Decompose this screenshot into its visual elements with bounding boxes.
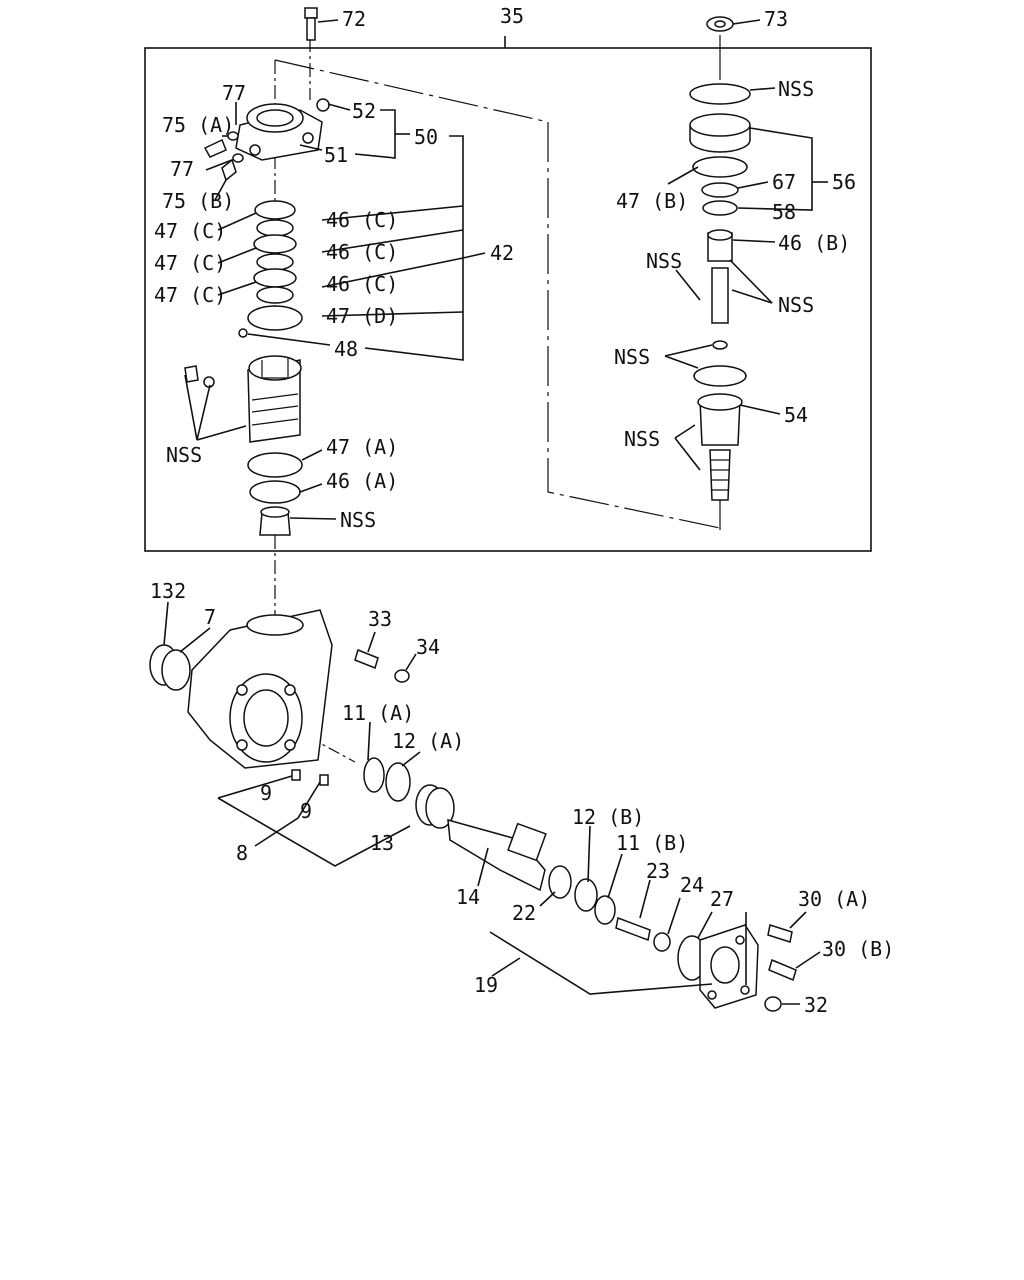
valve-stack-56	[689, 83, 751, 216]
rotor-54	[693, 365, 747, 501]
rings-46a-47a	[247, 452, 303, 504]
label-46c-2: 46 (C)	[326, 240, 398, 264]
label-nss-nut: NSS	[624, 427, 660, 451]
piston-body	[184, 355, 302, 443]
label-46b: 46 (B)	[778, 231, 850, 255]
bolt-33-cap-34	[354, 648, 410, 683]
label-42: 42	[490, 241, 514, 265]
end-cover-19	[677, 924, 759, 1009]
label-9-right: 9	[300, 799, 312, 823]
label-47d: 47 (D)	[326, 304, 398, 328]
label-32: 32	[804, 993, 828, 1017]
label-47a: 47 (A)	[326, 435, 398, 459]
label-22: 22	[512, 901, 536, 925]
label-7: 7	[204, 605, 216, 629]
label-47c-3: 47 (C)	[154, 283, 226, 307]
gear-housing-8	[187, 609, 333, 769]
label-11b: 11 (B)	[616, 831, 688, 855]
label-9-left: 9	[260, 781, 272, 805]
label-46c-3: 46 (C)	[326, 272, 398, 296]
label-75b: 75 (B)	[162, 189, 234, 213]
label-35: 35	[500, 4, 524, 28]
label-24: 24	[680, 873, 704, 897]
label-72: 72	[342, 7, 366, 31]
label-34: 34	[416, 635, 440, 659]
bearing-22-rings-12b-11b	[548, 865, 616, 925]
seal-rings-132-7	[149, 644, 191, 691]
seal-ring-stack	[238, 200, 303, 338]
rings-11a-12a	[363, 757, 411, 802]
label-11a: 11 (A)	[342, 701, 414, 725]
worm-shaft-14	[447, 818, 547, 892]
bolt-23-spacer-24	[615, 916, 671, 952]
label-54: 54	[784, 403, 808, 427]
spool-46b	[707, 229, 733, 350]
label-47c-1: 47 (C)	[154, 219, 226, 243]
label-67: 67	[772, 170, 796, 194]
label-58: 58	[772, 200, 796, 224]
label-47c-2: 47 (C)	[154, 251, 226, 275]
label-73: 73	[764, 7, 788, 31]
label-13: 13	[370, 831, 394, 855]
label-30b: 30 (B)	[822, 937, 894, 961]
label-33: 33	[368, 607, 392, 631]
label-nss-body: NSS	[166, 443, 202, 467]
label-132: 132	[150, 579, 186, 603]
label-47b: 47 (B)	[616, 189, 688, 213]
label-48: 48	[334, 337, 358, 361]
label-46a: 46 (A)	[326, 469, 398, 493]
label-nss-ball: NSS	[614, 345, 650, 369]
label-52: 52	[352, 99, 376, 123]
assembly-frame	[144, 36, 872, 552]
label-12a: 12 (A)	[392, 729, 464, 753]
leader-lines	[163, 19, 828, 1005]
label-77-top: 77	[222, 81, 246, 105]
part-labels: 72 35 73 77 52 75 (A) 50 51 77 75 (B) 47…	[150, 4, 894, 1017]
bolt-72	[304, 7, 318, 41]
washer-73	[706, 16, 734, 32]
bottom-plug	[259, 506, 291, 536]
bolts-30-nut-32	[764, 924, 797, 1012]
label-8: 8	[236, 841, 248, 865]
label-nss-bottom: NSS	[340, 508, 376, 532]
label-14: 14	[456, 885, 480, 909]
label-75a: 75 (A)	[162, 113, 234, 137]
label-50: 50	[414, 125, 438, 149]
label-19: 19	[474, 973, 498, 997]
label-46c-1: 46 (C)	[326, 208, 398, 232]
label-77-lower: 77	[170, 157, 194, 181]
label-51: 51	[324, 143, 348, 167]
fitting-52	[316, 98, 330, 112]
label-nss-pin-left: NSS	[646, 249, 682, 273]
label-30a: 30 (A)	[798, 887, 870, 911]
label-27: 27	[710, 887, 734, 911]
fittings-75-77	[203, 131, 244, 182]
label-23: 23	[646, 859, 670, 883]
valve-housing-51	[235, 103, 323, 161]
screws-9	[291, 769, 329, 786]
label-nss-top: NSS	[778, 77, 814, 101]
label-12b: 12 (B)	[572, 805, 644, 829]
label-56: 56	[832, 170, 856, 194]
label-nss-pin-right: NSS	[778, 293, 814, 317]
bearing-13	[415, 784, 455, 829]
